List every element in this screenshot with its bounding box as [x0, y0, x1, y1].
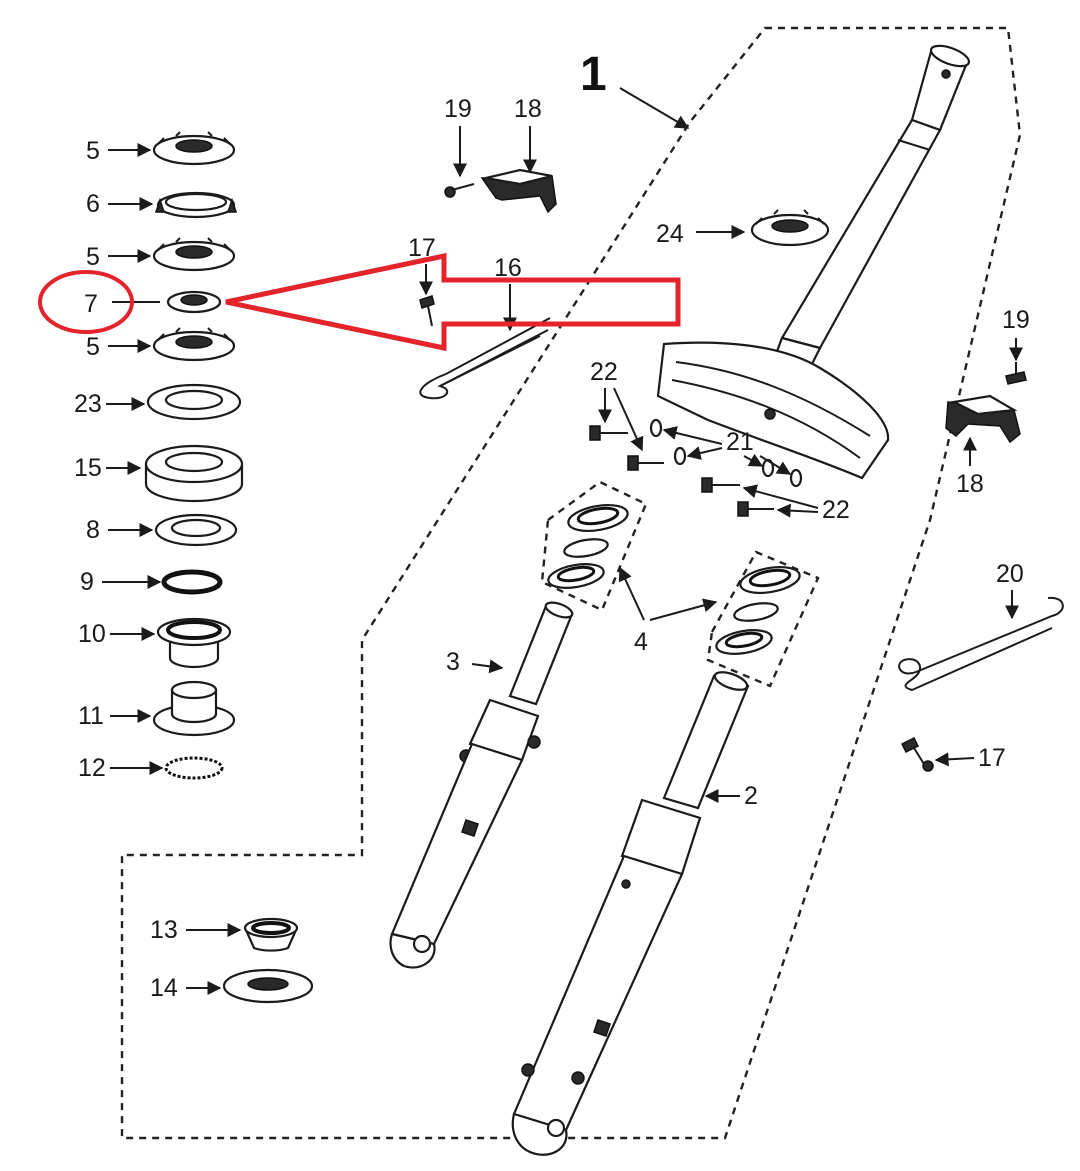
- label-part-16: 16: [494, 254, 522, 282]
- part-15-dust-seal-cylinder: [144, 444, 244, 503]
- label-part-5-top: 5: [86, 137, 100, 165]
- label-part-22-left: 22: [590, 358, 618, 386]
- part-11-lower-cone: [152, 680, 236, 737]
- part-19-bolt-top: [444, 183, 475, 198]
- label-part-2: 2: [744, 782, 758, 810]
- under-bracket: [656, 341, 890, 480]
- label-part-8: 8: [86, 516, 100, 544]
- label-part-4: 4: [634, 628, 648, 656]
- label-part-22-right: 22: [822, 496, 850, 524]
- part-12-bearing-ring: [164, 756, 224, 780]
- part-13-cup: [243, 917, 299, 952]
- leader-22-right-a: [742, 484, 819, 509]
- label-part-19-right: 19: [1002, 306, 1030, 334]
- part-17-screw-lower: [900, 736, 934, 772]
- label-part-11: 11: [78, 702, 104, 730]
- leader-21-c: [743, 453, 764, 467]
- label-part-24: 24: [656, 220, 684, 248]
- leader-4-left: [618, 566, 645, 621]
- label-part-10: 10: [78, 620, 106, 648]
- assembly-leader-line: [619, 87, 690, 129]
- label-part-21: 21: [726, 428, 754, 456]
- label-part-19-top: 19: [444, 95, 472, 123]
- leader-17-lower: [934, 752, 975, 767]
- part-4-seal-set-right: [706, 550, 820, 688]
- assembly-outline: [120, 26, 1022, 1140]
- part-19-bolt-right: [1005, 362, 1027, 385]
- part-7-washer: [166, 290, 222, 314]
- leader-21-d: [759, 455, 792, 475]
- part-9-bearing-ring: [161, 569, 223, 595]
- part-2-fork-leg-right: [511, 671, 750, 1156]
- label-part-5-lower: 5: [86, 333, 100, 361]
- label-part-7: 7: [84, 290, 98, 318]
- part-24-steering-stem-nut: [750, 209, 830, 247]
- steering-stem: [774, 44, 971, 366]
- part-14-race: [222, 968, 314, 1004]
- part-8-race: [154, 513, 238, 547]
- part-22-bolts-right: [701, 477, 774, 517]
- leader-3: [471, 659, 504, 674]
- part-18-bracket-right: [945, 394, 1021, 444]
- part-23-washer: [146, 383, 242, 421]
- label-part-23: 23: [74, 390, 102, 418]
- part-5-lock-nut-lower: [152, 327, 236, 362]
- part-5-lock-nut-top: [152, 131, 236, 166]
- part-17-screw-upper: [419, 295, 435, 327]
- label-part-3: 3: [446, 648, 460, 676]
- leader-22-left-b: [613, 387, 644, 452]
- label-part-18-top: 18: [514, 95, 542, 123]
- label-part-14: 14: [150, 974, 178, 1002]
- leader-4-right: [649, 598, 718, 621]
- leader-21-b: [686, 446, 723, 460]
- part-20-wire-clip: [898, 596, 1064, 692]
- part-22-bolts-left: [589, 425, 664, 471]
- label-part-18-right: 18: [956, 470, 984, 498]
- leader-21-a: [662, 426, 723, 445]
- label-part-5-middle: 5: [86, 243, 100, 271]
- label-part-13: 13: [150, 916, 178, 944]
- leader-22-right-b: [776, 503, 819, 518]
- part-4-seal-set-left: [540, 480, 648, 612]
- label-part-15: 15: [74, 454, 102, 482]
- label-part-6: 6: [86, 190, 100, 218]
- highlight-circle: [38, 270, 134, 334]
- label-part-12: 12: [78, 754, 106, 782]
- label-part-9: 9: [80, 568, 94, 596]
- label-part-17-lower: 17: [978, 744, 1006, 772]
- part-6-lock-washer: [154, 191, 238, 219]
- part-3-fork-leg-left: [389, 601, 574, 969]
- part-16-wire-clip: [419, 317, 551, 400]
- part-5-lock-nut-middle: [152, 237, 236, 272]
- label-part-20: 20: [996, 560, 1024, 588]
- part-18-brake-hose-bracket-top: [480, 168, 557, 214]
- highlight-arrow: [225, 252, 681, 352]
- part-10-upper-cone: [156, 617, 232, 669]
- assembly-number-label: 1: [580, 48, 607, 101]
